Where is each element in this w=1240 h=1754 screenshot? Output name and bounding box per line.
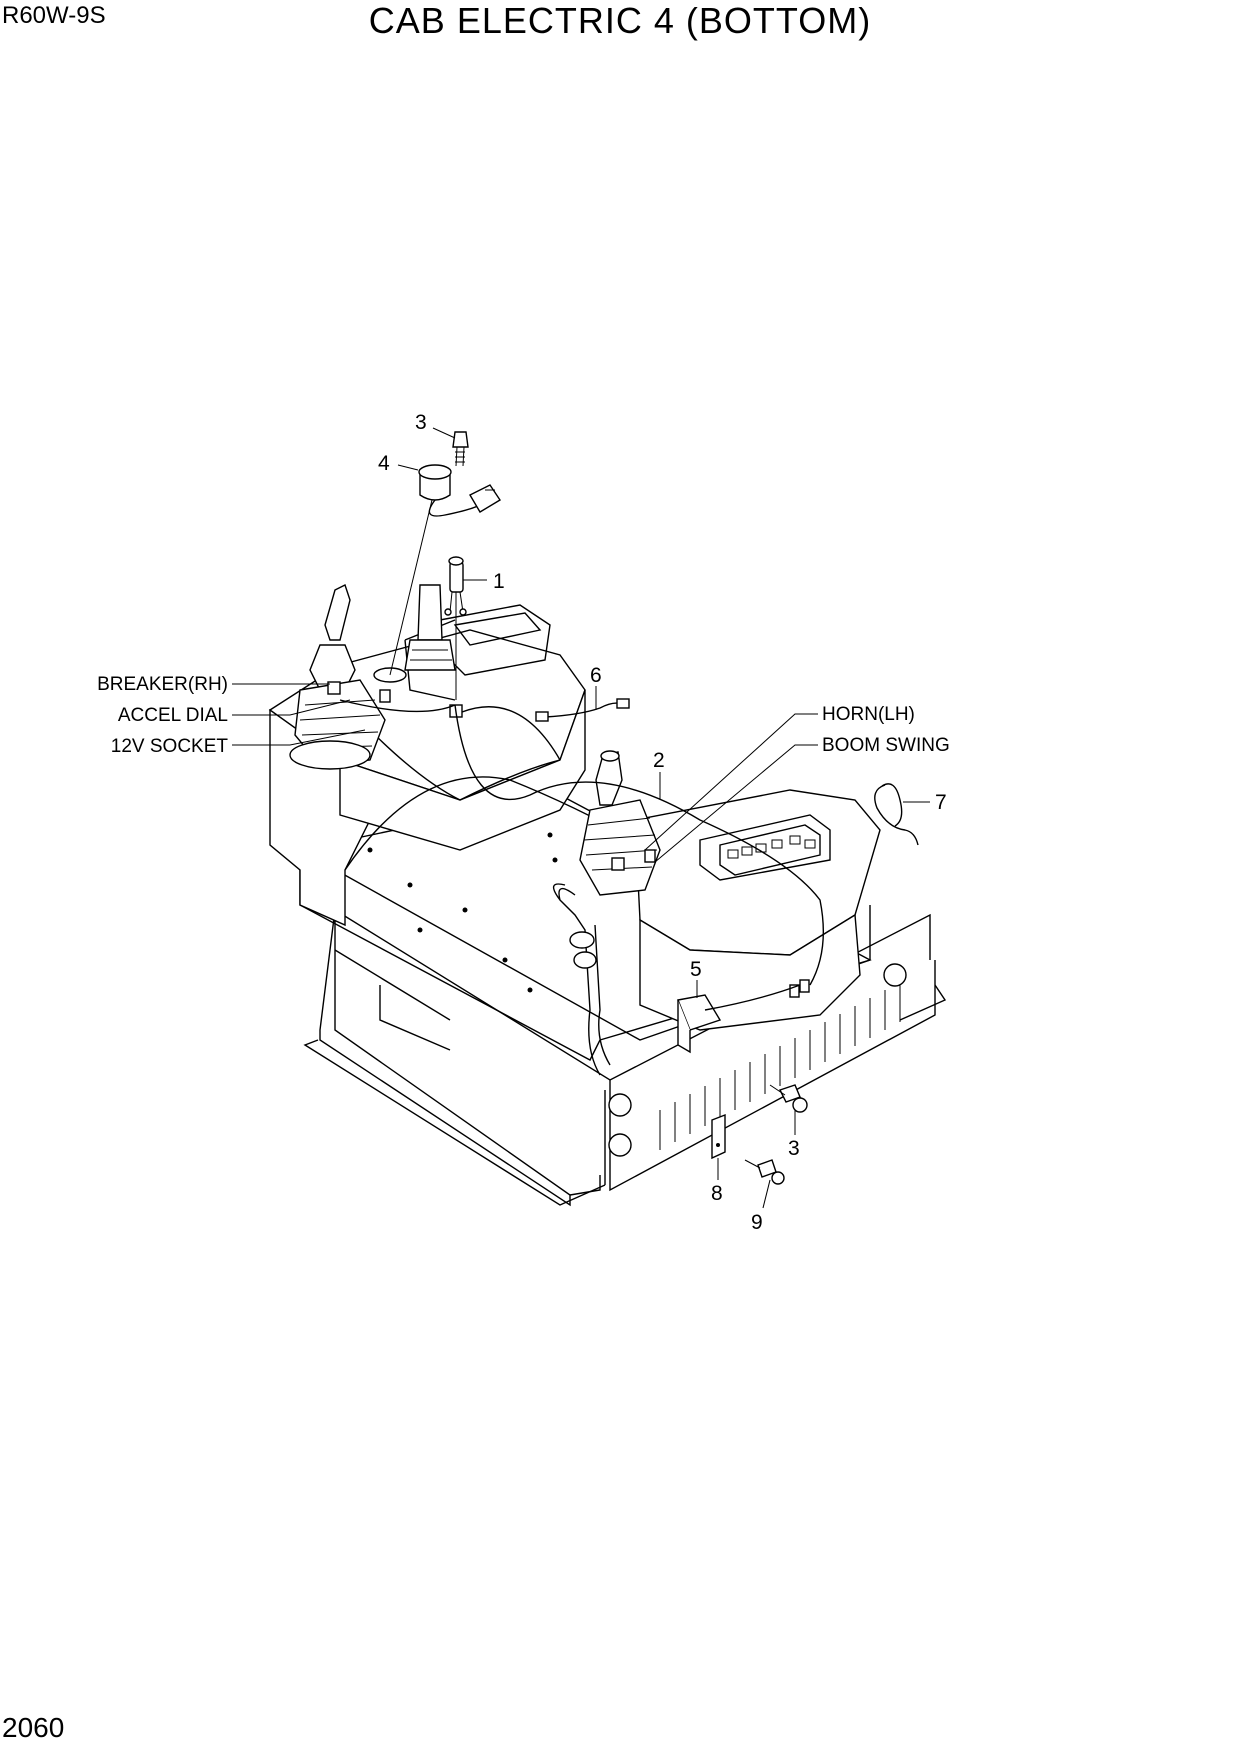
label-accel-dial: ACCEL DIAL [118, 705, 228, 726]
page-title: CAB ELECTRIC 4 (BOTTOM) [368, 0, 872, 41]
callout-6: 6 [590, 664, 602, 687]
callout-5: 5 [690, 958, 702, 981]
part-6-wire [535, 698, 630, 722]
label-breaker: BREAKER(RH) [97, 674, 228, 695]
part-1-sensor [444, 556, 467, 700]
callout-1: 1 [493, 570, 505, 593]
part-7-coil [874, 783, 919, 846]
callout-3-top: 3 [415, 411, 427, 434]
label-boom-swing: BOOM SWING [822, 735, 950, 756]
leader-lines [232, 427, 930, 1209]
label-horn: HORN(LH) [822, 704, 915, 725]
model-code: R60W-9S [2, 2, 106, 29]
right-console [552, 750, 881, 1076]
part-8-plate [711, 1113, 726, 1160]
wiring-harness [339, 699, 824, 986]
callout-2: 2 [653, 749, 665, 772]
callout-7: 7 [935, 791, 947, 814]
page-number: 2060 [2, 1712, 65, 1743]
label-12v-socket: 12V SOCKET [111, 736, 229, 757]
callout-4: 4 [378, 452, 390, 475]
callout-8: 8 [711, 1182, 723, 1205]
part-9-bolt [744, 1159, 785, 1185]
base-frame [303, 909, 947, 1207]
part-3-bolt [769, 1084, 808, 1113]
callout-3-bottom: 3 [788, 1137, 800, 1160]
part-4-accel-dial [389, 431, 501, 676]
callout-9: 9 [751, 1211, 763, 1234]
